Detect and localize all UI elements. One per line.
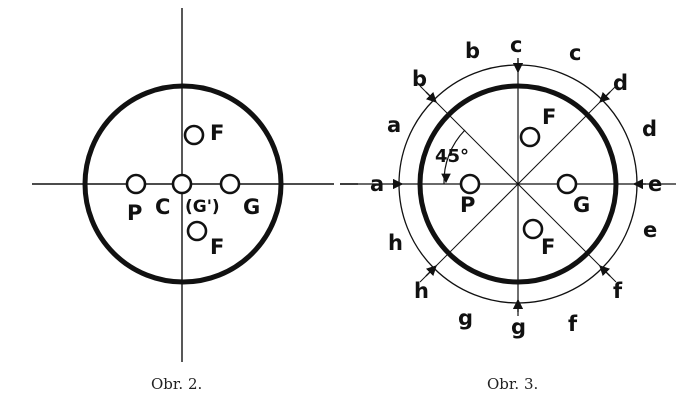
fig3-arc-d: d bbox=[642, 117, 657, 141]
fig3-tick-label-c: c bbox=[510, 33, 522, 57]
fig2-main-circle bbox=[82, 83, 284, 285]
fig3-arc-g: g bbox=[458, 306, 473, 330]
fig3-arc-f: f bbox=[568, 312, 578, 336]
fig2-label-f-bottom: F bbox=[210, 235, 224, 259]
fig3-tick-nw bbox=[425, 91, 437, 103]
fig3-tick-label-g: g bbox=[511, 315, 526, 339]
fig3-tick-ne bbox=[599, 91, 611, 103]
fig3-label-f-top: F bbox=[542, 105, 556, 129]
fig2-hole-g bbox=[219, 173, 241, 195]
fig3-angle-label: 45° bbox=[435, 146, 469, 167]
fig2-label-f-top: F bbox=[210, 121, 224, 145]
fig3-hole-g bbox=[556, 173, 578, 195]
fig3-tick-sw bbox=[425, 265, 437, 277]
fig3-arc-a: a bbox=[387, 113, 401, 137]
fig3-label-f-bottom: F bbox=[541, 235, 555, 259]
fig3-tick-label-d: d bbox=[613, 71, 628, 95]
fig3-tick-label-e: e bbox=[648, 172, 662, 196]
fig3-hole-f-top bbox=[519, 126, 541, 148]
fig3-arc-b: b bbox=[465, 39, 480, 63]
fig3-label-p: P bbox=[460, 193, 475, 217]
fig3-hole-f-bottom bbox=[522, 218, 544, 240]
fig3-diagonal-2 bbox=[419, 85, 617, 283]
fig3-tick-se bbox=[599, 265, 611, 277]
fig3-tick-label-f: f bbox=[613, 279, 623, 303]
fig2-label-g: G bbox=[243, 195, 260, 219]
fig3-arc-c: c bbox=[569, 41, 581, 65]
fig2-hole-f-bottom bbox=[186, 220, 208, 242]
figure-3: 45° F P G F b c d e f g h a c d e f g h … bbox=[340, 33, 676, 393]
fig2-label-p: P bbox=[127, 201, 142, 225]
fig2-hole-c bbox=[171, 173, 193, 195]
fig2-label-g-prime: (G') bbox=[185, 197, 220, 217]
fig3-tick-label-h: h bbox=[414, 279, 429, 303]
fig2-label-c: C bbox=[155, 195, 170, 219]
fig2-hole-f-top bbox=[183, 124, 205, 146]
fig3-tick-label-b: b bbox=[412, 67, 427, 91]
fig3-tick-label-a: a bbox=[370, 172, 384, 196]
fig3-arc-e: e bbox=[643, 218, 657, 242]
fig3-main-circle bbox=[417, 83, 619, 285]
fig3-caption: Obr. 3. bbox=[487, 375, 538, 393]
fig3-label-g: G bbox=[573, 193, 590, 217]
fig3-arc-h: h bbox=[388, 231, 403, 255]
fig2-hole-p bbox=[125, 173, 147, 195]
fig2-caption: Obr. 2. bbox=[151, 375, 202, 393]
figure-2: F P C (G') G F Obr. 2. bbox=[32, 8, 334, 393]
fig3-hole-p bbox=[459, 173, 481, 195]
